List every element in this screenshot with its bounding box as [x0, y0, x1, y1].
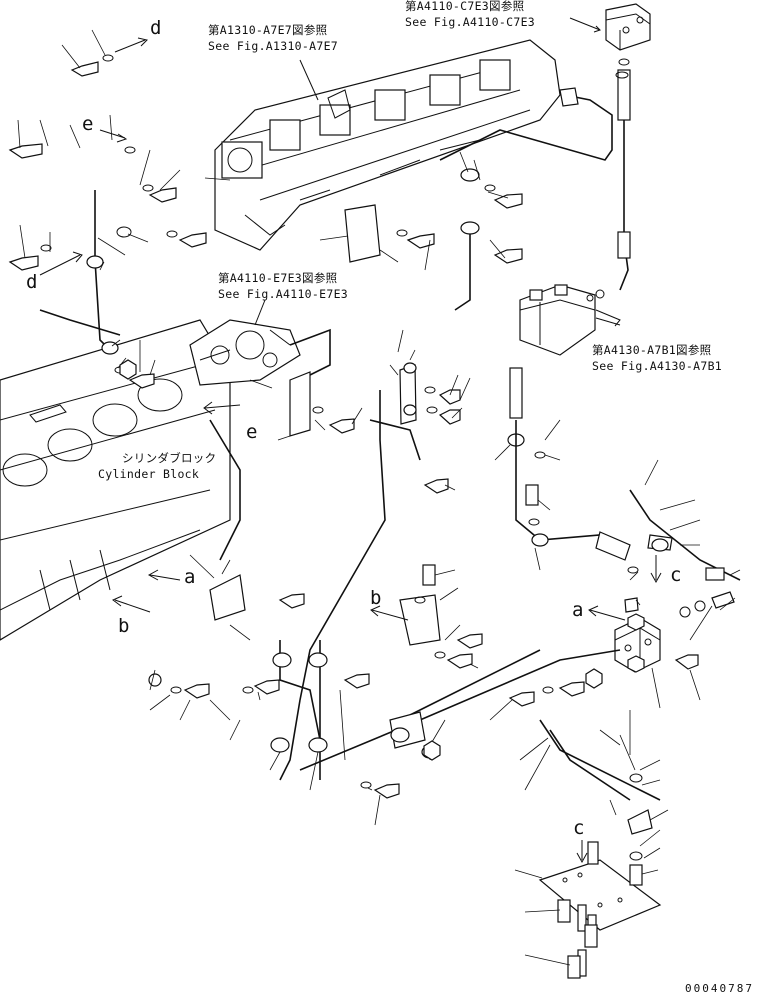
cylinder-block: [0, 319, 231, 641]
callout-c-right: c: [670, 564, 682, 586]
leader-lines: [17, 29, 741, 966]
ref-a4110-e7e3-jp: 第A4110-E7E3図参照: [218, 271, 338, 285]
exhaust-manifold: [214, 39, 561, 251]
callout-d-left: d: [26, 271, 38, 293]
callout-a-right: a: [572, 599, 584, 621]
callout-a-left: a: [184, 566, 196, 588]
callout-e-mid: e: [246, 421, 258, 443]
tube-top-right: [439, 87, 613, 161]
bottom-tubes: [539, 719, 661, 835]
ref-a4110-c7e3-jp: 第A4110-C7E3図参照: [405, 0, 525, 13]
ref-a4110-e7e3-en: See Fig.A4110-E7E3: [218, 287, 349, 301]
tube-far-right: [629, 489, 741, 581]
callout-e-top: e: [82, 113, 94, 135]
cylinder-block-jp: シリンダブロック: [122, 451, 217, 465]
pump-a4110-e7e3: [189, 299, 301, 386]
callout-arrows: [39, 37, 662, 864]
callout-b-mid: b: [370, 587, 382, 609]
valve-block-a4130: [519, 284, 621, 356]
washers: [40, 54, 643, 861]
nuts: [119, 359, 645, 761]
document-number: 00040787: [685, 982, 754, 995]
ref-a4130-jp: 第A4130-A7B1図参照: [592, 343, 712, 357]
cylinder-block-en: Cylinder Block: [98, 467, 200, 481]
ref-a1310-jp: 第A1310-A7E7図参照: [208, 23, 328, 37]
ref-a4110-c7e3-en: See Fig.A4110-C7E3: [405, 15, 536, 29]
ref-a1310-en: See Fig.A1310-A7E7: [208, 39, 339, 53]
bolts: [8, 61, 699, 979]
distribution-block: [614, 591, 735, 673]
callout-c-bottom: c: [573, 817, 585, 839]
callout-d-top: d: [150, 17, 162, 39]
valve-block-top: [569, 3, 651, 51]
tube-right-mid: [507, 367, 631, 561]
vertical-hose-right: [615, 58, 631, 291]
ref-a4130-en: See Fig.A4130-A7B1: [592, 359, 723, 373]
callout-b-left: b: [118, 615, 130, 637]
